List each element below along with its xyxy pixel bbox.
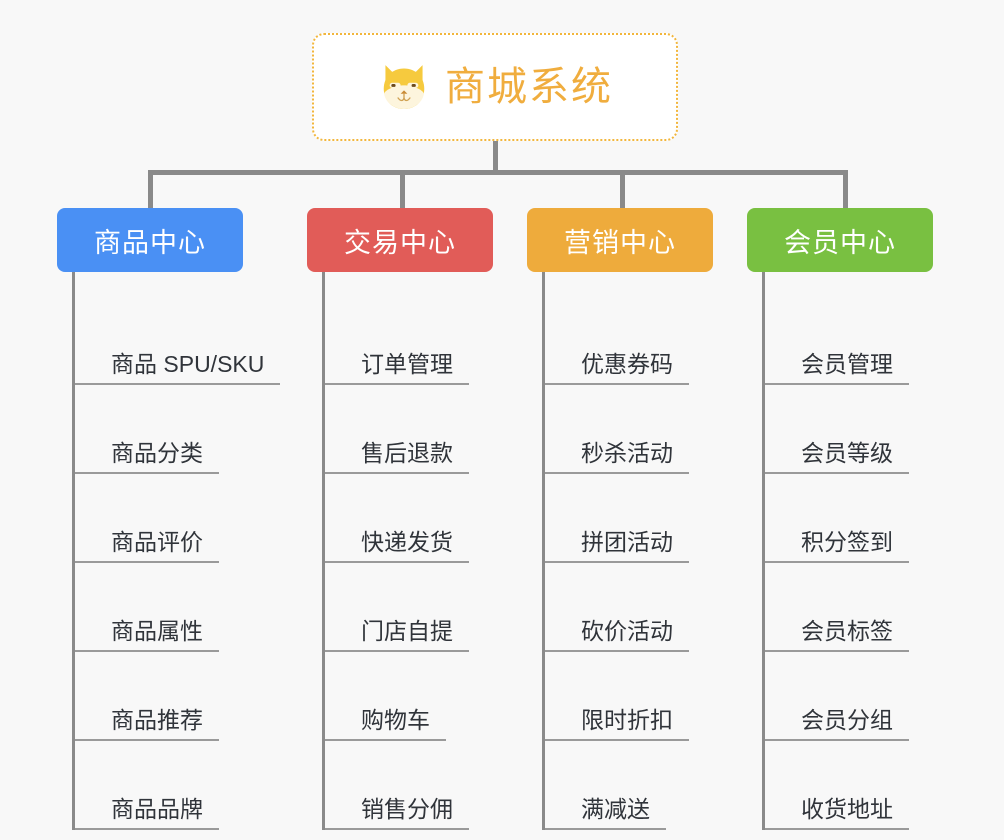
connector-stem xyxy=(493,141,498,173)
leaf-list-member-center: 会员管理 会员等级 积分签到 会员标签 会员分组 收货地址 xyxy=(762,272,967,830)
leaf-label: 商品 SPU/SKU xyxy=(75,351,281,385)
leaf-label: 商品属性 xyxy=(75,618,219,652)
category-header-marketing-center[interactable]: 营销中心 xyxy=(527,208,713,272)
leaf-label: 订单管理 xyxy=(325,351,469,385)
list-item[interactable]: 拼团活动 xyxy=(545,474,747,563)
list-item[interactable]: 优惠券码 xyxy=(545,296,747,385)
list-item[interactable]: 商品 SPU/SKU xyxy=(75,296,307,385)
list-item[interactable]: 快递发货 xyxy=(325,474,527,563)
leaf-label: 会员分组 xyxy=(765,707,909,741)
list-item[interactable]: 订单管理 xyxy=(325,296,527,385)
leaf-label: 购物车 xyxy=(325,707,446,741)
leaf-label: 会员管理 xyxy=(765,351,909,385)
list-item[interactable]: 商品分类 xyxy=(75,385,307,474)
list-item[interactable]: 收货地址 xyxy=(765,741,967,830)
root-title: 商城系统 xyxy=(445,65,613,109)
leaf-label: 会员等级 xyxy=(765,440,909,474)
list-item[interactable]: 会员等级 xyxy=(765,385,967,474)
list-item[interactable]: 商品品牌 xyxy=(75,741,307,830)
leaf-label: 积分签到 xyxy=(765,529,909,563)
branch-member-center: 会员中心 会员管理 会员等级 积分签到 会员标签 会员分组 收货地址 xyxy=(747,208,967,830)
list-item[interactable]: 限时折扣 xyxy=(545,652,747,741)
leaf-label: 满减送 xyxy=(545,796,666,830)
category-header-trade-center[interactable]: 交易中心 xyxy=(307,208,493,272)
connector-drop-marketing-center xyxy=(620,170,625,210)
leaf-label: 售后退款 xyxy=(325,440,469,474)
root-node[interactable]: 商城系统 xyxy=(312,33,678,141)
shiba-inu-dog-face-icon xyxy=(383,65,425,109)
leaf-label: 商品分类 xyxy=(75,440,219,474)
leaf-label: 商品评价 xyxy=(75,529,219,563)
category-header-product-center[interactable]: 商品中心 xyxy=(57,208,243,272)
connector-drop-trade-center xyxy=(400,170,405,210)
connector-drop-product-center xyxy=(148,170,153,210)
list-item[interactable]: 商品评价 xyxy=(75,474,307,563)
list-item[interactable]: 会员标签 xyxy=(765,563,967,652)
leaf-list-marketing-center: 优惠券码 秒杀活动 拼团活动 砍价活动 限时折扣 满减送 xyxy=(542,272,747,830)
leaf-label: 优惠券码 xyxy=(545,351,689,385)
leaf-label: 商品推荐 xyxy=(75,707,219,741)
list-item[interactable]: 砍价活动 xyxy=(545,563,747,652)
leaf-label: 秒杀活动 xyxy=(545,440,689,474)
branch-marketing-center: 营销中心 优惠券码 秒杀活动 拼团活动 砍价活动 限时折扣 满减送 xyxy=(527,208,747,830)
leaf-label: 门店自提 xyxy=(325,618,469,652)
leaf-list-product-center: 商品 SPU/SKU 商品分类 商品评价 商品属性 商品推荐 商品品牌 xyxy=(72,272,307,830)
leaf-label: 限时折扣 xyxy=(545,707,689,741)
leaf-label: 快递发货 xyxy=(325,529,469,563)
connector-drop-member-center xyxy=(843,170,848,210)
list-item[interactable]: 会员分组 xyxy=(765,652,967,741)
list-item[interactable]: 商品属性 xyxy=(75,563,307,652)
leaf-label: 拼团活动 xyxy=(545,529,689,563)
list-item[interactable]: 销售分佣 xyxy=(325,741,527,830)
list-item[interactable]: 满减送 xyxy=(545,741,747,830)
leaf-label: 收货地址 xyxy=(765,796,909,830)
leaf-list-trade-center: 订单管理 售后退款 快递发货 门店自提 购物车 销售分佣 xyxy=(322,272,527,830)
list-item[interactable]: 会员管理 xyxy=(765,296,967,385)
list-item[interactable]: 商品推荐 xyxy=(75,652,307,741)
connector-bus xyxy=(148,170,848,175)
list-item[interactable]: 秒杀活动 xyxy=(545,385,747,474)
leaf-label: 会员标签 xyxy=(765,618,909,652)
list-item[interactable]: 门店自提 xyxy=(325,563,527,652)
leaf-label: 商品品牌 xyxy=(75,796,219,830)
leaf-label: 销售分佣 xyxy=(325,796,469,830)
category-header-member-center[interactable]: 会员中心 xyxy=(747,208,933,272)
leaf-label: 砍价活动 xyxy=(545,618,689,652)
branch-product-center: 商品中心 商品 SPU/SKU 商品分类 商品评价 商品属性 商品推荐 商品品牌 xyxy=(57,208,307,830)
list-item[interactable]: 购物车 xyxy=(325,652,527,741)
branch-trade-center: 交易中心 订单管理 售后退款 快递发货 门店自提 购物车 销售分佣 xyxy=(307,208,527,830)
list-item[interactable]: 积分签到 xyxy=(765,474,967,563)
list-item[interactable]: 售后退款 xyxy=(325,385,527,474)
